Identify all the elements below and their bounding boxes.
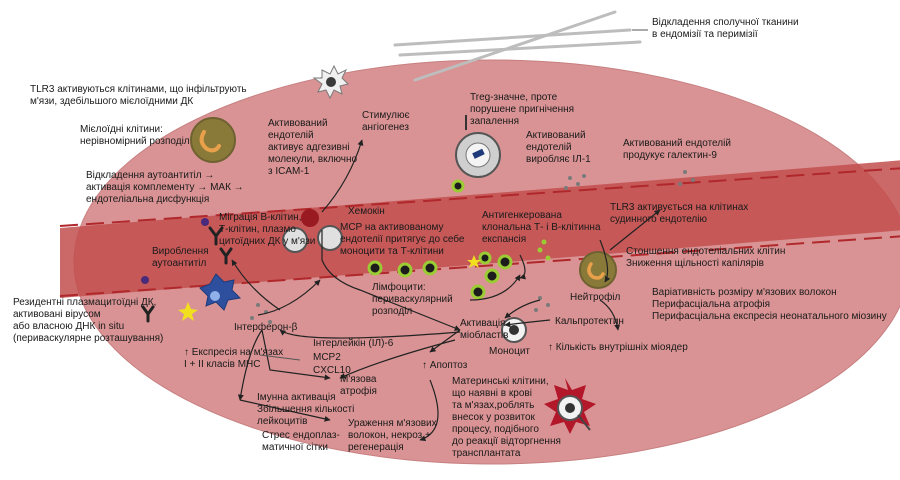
pathway-arrows [231,139,661,442]
label-mcp-attract: MCP на активованому ендотелії притягує д… [340,222,465,257]
label-antigen-expansion: Антигенкерована клональна Т- і В-клітинн… [482,210,601,245]
myeloid-dc-icon-2 [579,251,617,289]
label-cell-migration: Міграція В-клітин, Т-клітин, плазмо цито… [219,212,316,247]
treg-cell-icon [455,115,501,178]
vessel-wall-bottom [59,235,900,297]
label-capillary-thinning: Стоншення ендотеліальних клітин Зниження… [626,246,786,269]
label-internal-myonuclei: ↑ Кількість внутрішніх міоядер [548,342,688,353]
label-autoantibody-deposition: Відкладення аутоантитіл → активація комп… [86,170,244,205]
label-il6: Інтерлейкін (ІЛ)-6 [313,338,394,349]
label-angiogenesis: Стимулює ангіогенез [362,110,410,133]
label-calprotectin: Кальпротектин [555,316,624,327]
label-activated-endothelium-adhesion: Активований ендотелій активує адгезивні … [268,118,358,177]
label-autoantibody-production: Вироблення аутоантитіл [152,246,209,269]
antibody-icon-dot-2 [141,276,149,284]
endothelial-cell-icon [282,209,343,253]
connective-fibers [393,10,642,82]
label-myoblast-activation: Активація міобластів [460,318,509,341]
myeloid-dc-icon [190,117,236,163]
label-activated-endothelium-galectin: Активований ендотелій продукує галектин-… [623,138,731,161]
label-connective-tissue: Відкладення сполучної тканини в ендомізі… [652,17,799,40]
label-muscle-atrophy: М'язова атрофія [340,374,377,397]
label-mcp2: MCP2 [313,352,341,363]
label-tlr3-infiltrating: TLR3 активуються клітинами, що інфільтру… [30,84,247,107]
label-fiber-damage: Ураження м'язових волокон, некроз + реге… [348,418,437,453]
vessel-wall-top [59,167,900,227]
label-lymphocytes: Лімфоцити: периваскулярний розподіл [372,282,453,317]
label-chemokine: Хемокін [348,206,385,217]
label-treg: Treg-значне, проте порушене пригнічення … [470,92,575,127]
plasmacytoid-dc-icon [199,273,242,311]
activation-star-icon-2 [467,255,481,268]
label-apoptosis: ↑ Апоптоз [422,360,468,371]
label-er-stress: Стрес ендоплаз- матичної сітки [262,430,340,453]
label-activated-endothelium-il1: Активований ендотелій виробляє ІЛ-1 [526,130,591,165]
blood-vessel [60,160,900,298]
label-tlr3-vascular: TLR3 активується на клітинах судинного е… [610,202,749,225]
label-immune-activation: Імунна активація Збільшення кількості ле… [257,392,355,427]
green-dot-cluster [537,239,551,261]
label-mast-cells: Материнські клітини, що наявні в крові т… [452,376,561,459]
label-cxcl10: CXCL10 [313,365,351,376]
label-mhc-expression: ↑ Експресія на м'язах І + ІІ класів МНС [184,347,284,370]
virus-icon [312,64,349,100]
antibody-icon-dot [201,218,209,226]
antibody-icon [141,226,233,323]
label-interferon: Інтерферон-β [234,322,298,333]
label-monocyte: Моноцит [489,346,530,357]
connector-lines [259,29,648,361]
mast-cell-icon [544,378,596,434]
label-myeloid-cells: Мієлоїдні клітини: нерівномірний розподі… [80,124,190,147]
label-neutrophil: Нейтрофіл [570,292,621,303]
label-fiber-variability: Варіативність розміру м'язових волокон П… [652,287,887,322]
label-resident-dc: Резидентні плазмацитоїдні ДК, активовані… [13,297,164,344]
activation-star-icon [178,302,198,321]
lymphocyte-icon [367,179,513,300]
